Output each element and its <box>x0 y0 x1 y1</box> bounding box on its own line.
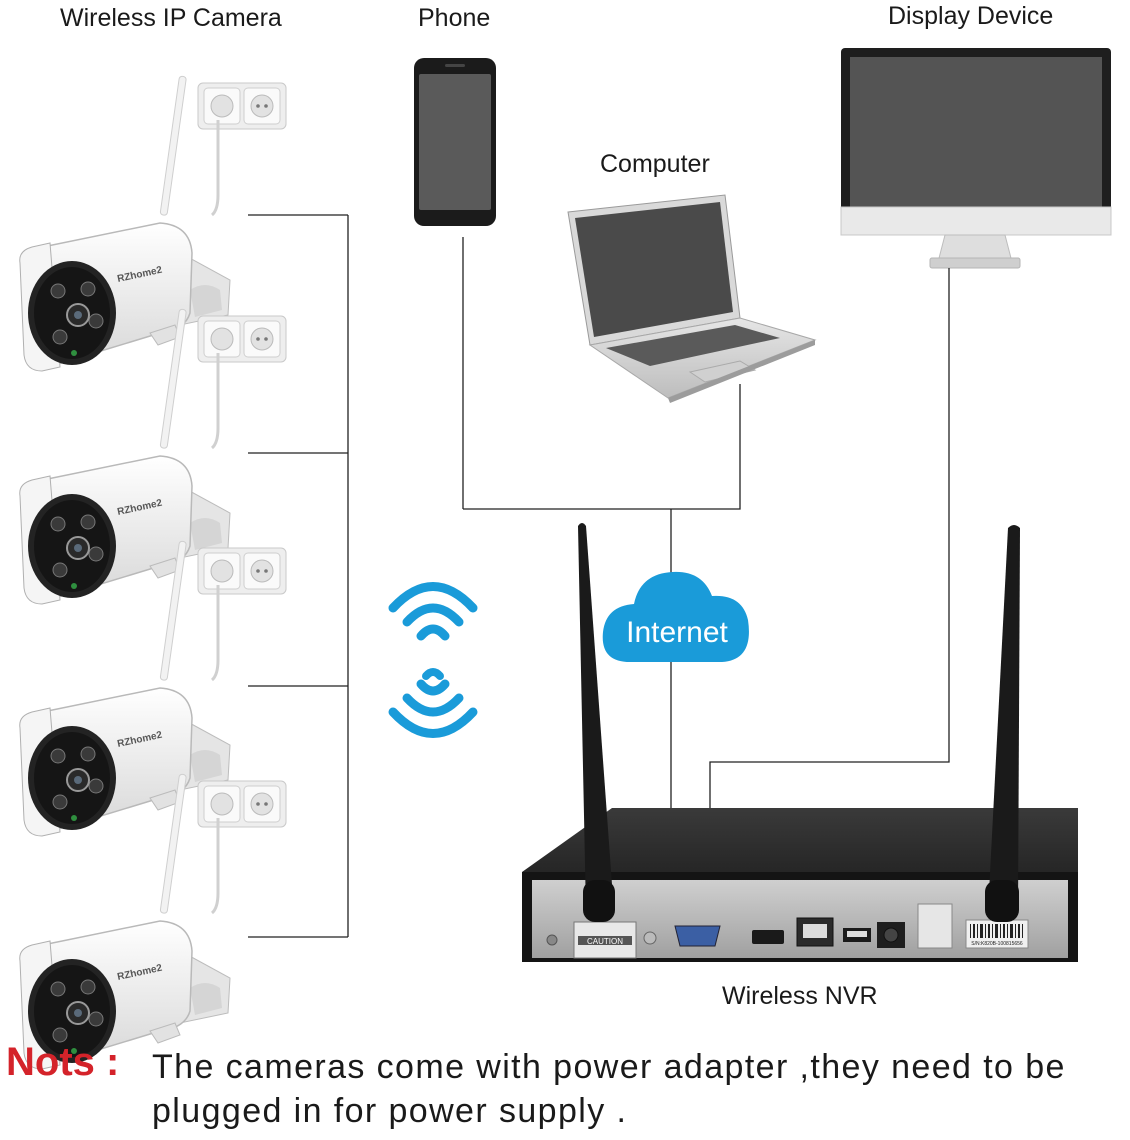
internet-label: Internet <box>626 616 728 649</box>
nvr-label: Wireless NVR <box>722 982 878 1010</box>
cloud-icon: Internet <box>602 571 749 662</box>
note-text-line-1: The cameras come with power adapter ,the… <box>152 1048 1066 1086</box>
display-label: Display Device <box>888 2 1054 30</box>
ground-screw-icon <box>546 934 558 946</box>
antenna-icon <box>578 523 615 922</box>
note-key: Nots : <box>6 1040 120 1084</box>
audio-out-port <box>643 931 657 945</box>
hdmi-port <box>752 930 784 944</box>
nvr-icon: CAUTION S/N:K820B-100815656 <box>522 808 1078 962</box>
camera-label: Wireless IP Camera <box>60 4 282 32</box>
camera-connector-lines <box>248 214 349 938</box>
computer-connector-line <box>463 384 741 510</box>
svg-text:CAUTION: CAUTION <box>587 937 623 946</box>
monitor-icon <box>840 48 1112 269</box>
phone-label: Phone <box>418 4 491 32</box>
note-text-line-2: plugged in for power supply . <box>152 1092 628 1130</box>
wifi-signal-icon <box>388 582 478 738</box>
vga-port <box>674 925 721 947</box>
computer-label: Computer <box>600 150 710 178</box>
caution-sticker: CAUTION <box>573 921 637 959</box>
laptop-icon <box>567 194 817 403</box>
svg-text:S/N:K820B-100815656: S/N:K820B-100815656 <box>971 941 1023 947</box>
phone-icon <box>414 58 496 226</box>
power-switch-label <box>917 903 953 949</box>
antenna-icon <box>985 525 1020 922</box>
